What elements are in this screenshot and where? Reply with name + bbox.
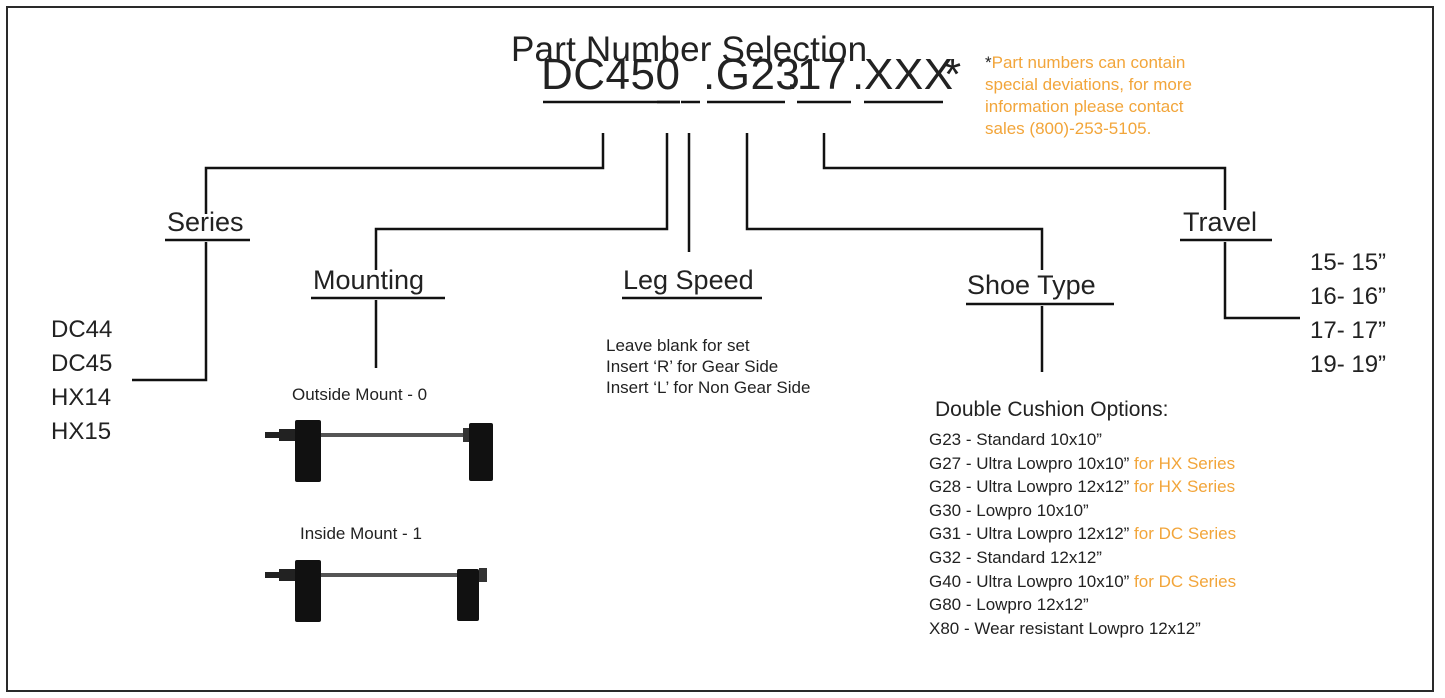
pn-series: DC450 <box>541 50 681 99</box>
double-cushion-title: Double Cushion Options: <box>935 398 1169 421</box>
connector-series <box>204 133 605 214</box>
shoe-option: G32 - Standard 12x12” <box>929 547 1102 567</box>
outside-mount-label: Outside Mount - 0 <box>292 385 428 404</box>
page-title: Part Number Selection <box>511 30 868 69</box>
diagram-frame <box>6 6 1434 692</box>
connector-series-list <box>132 242 208 382</box>
connector-travel-list <box>1223 242 1300 320</box>
shoe-option: G28 - Ultra Lowpro 12x12” for HX Series <box>929 477 1236 497</box>
shoe-option: G31 - Ultra Lowpro 12x12” for DC Series <box>929 524 1237 544</box>
connector-travel <box>822 133 1227 210</box>
leg-speed-line: Insert ‘L’ for Non Gear Side <box>606 378 811 397</box>
note-text: Part numbers can contain special deviati… <box>985 53 1192 138</box>
leg-speed-heading: Leg Speed <box>623 265 754 295</box>
series-item: DC44 <box>51 316 113 343</box>
shoe-option: G27 - Ultra Lowpro 10x10” for HX Series <box>929 453 1236 473</box>
connector-mounting <box>374 133 669 270</box>
mounting-heading: Mounting <box>313 265 425 295</box>
pn-asterisk: * <box>944 50 962 99</box>
series-heading: Series <box>167 207 244 237</box>
note-asterisk: * <box>985 53 992 72</box>
shoe-options-list: G23 - Standard 10x10” G27 - Ultra Lowpro… <box>929 428 1236 640</box>
shoe-option: X80 - Wear resistant Lowpro 12x12” <box>929 618 1201 638</box>
shoe-type-heading: Shoe Type <box>967 270 1096 300</box>
travel-heading: Travel <box>1183 207 1258 237</box>
series-item: DC45 <box>51 350 113 377</box>
travel-item: 17- 17” <box>1310 317 1387 344</box>
series-item: HX15 <box>51 418 112 445</box>
shoe-option: G23 - Standard 10x10” <box>929 430 1102 449</box>
inside-mount-image <box>265 560 487 622</box>
connector-shoe <box>745 133 1044 270</box>
inside-mount-label: Inside Mount - 1 <box>300 524 422 543</box>
travel-list: 15- 15” 16- 16” 17- 17” 19- 19” <box>1310 246 1386 382</box>
pn-shoe: .G23 <box>703 50 801 99</box>
leg-speed-line: Insert ‘R’ for Gear Side <box>606 357 779 376</box>
pn-custom: XXX <box>864 50 954 99</box>
outside-mount-image <box>265 420 493 482</box>
travel-item: 15- 15” <box>1310 249 1387 276</box>
pn-travel: 17 <box>797 50 847 99</box>
shoe-option: G40 - Ultra Lowpro 10x10” for DC Series <box>929 571 1237 591</box>
deviation-note: *Part numbers can contain special deviat… <box>985 52 1225 140</box>
shoe-option: G30 - Lowpro 10x10” <box>929 500 1089 520</box>
series-item: HX14 <box>51 384 112 411</box>
leg-speed-notes: Leave blank for set Insert ‘R’ for Gear … <box>606 335 810 398</box>
travel-item: 16- 16” <box>1310 283 1387 310</box>
pn-custom-sep: . <box>852 50 865 99</box>
pn-travel-sep: . <box>786 50 799 99</box>
series-list: DC44 DC45 HX14 HX15 <box>51 313 112 449</box>
leg-speed-line: Leave blank for set <box>606 336 750 355</box>
shoe-option: G80 - Lowpro 12x12” <box>929 595 1089 615</box>
travel-item: 19- 19” <box>1310 351 1387 378</box>
